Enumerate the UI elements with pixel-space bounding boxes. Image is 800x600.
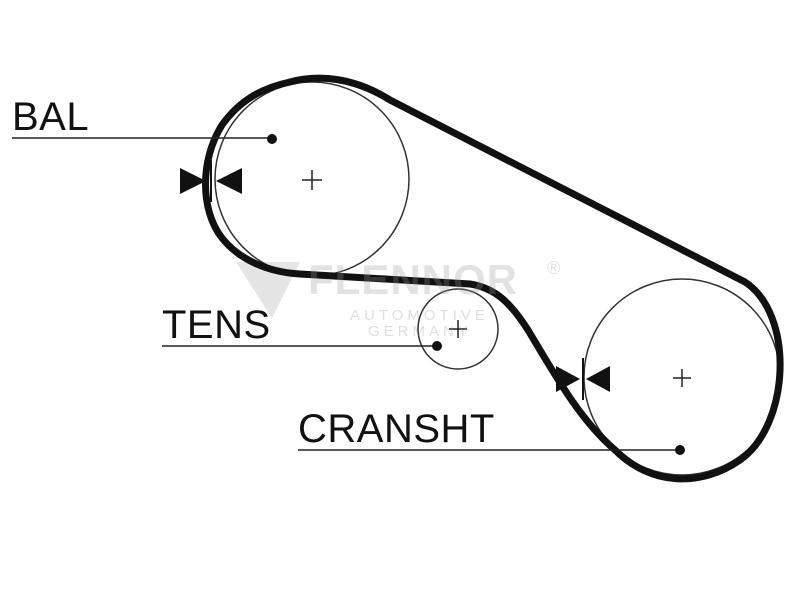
balance-leader-dot: [267, 134, 277, 144]
balance-label: BAL: [12, 95, 90, 139]
watermark-subtitle-line1: AUTOMOTIVE: [350, 307, 489, 324]
watermark-registered-mark: ®: [547, 258, 561, 278]
tensioner-center-cross: [449, 320, 467, 338]
crankshaft-leader-dot: [675, 445, 685, 455]
crankshaft-timing-mark-icon: [556, 358, 610, 400]
watermark-subtitle: AUTOMOTIVE GERMANY: [350, 308, 489, 340]
watermark-brand-name: FLENNOR: [308, 256, 518, 303]
balance-center-cross: [302, 170, 322, 190]
crankshaft-label: CRANSHT: [298, 407, 495, 451]
tensioner-pulley: [417, 288, 499, 370]
balance-timing-mark-icon: [180, 160, 242, 202]
watermark-subtitle-line2: GERMANY: [368, 323, 472, 340]
tensioner-label: TENS: [162, 303, 271, 347]
watermark-logo-icon: [236, 262, 300, 318]
tensioner-leader-dot: [432, 341, 442, 351]
crankshaft-center-cross: [673, 369, 691, 387]
